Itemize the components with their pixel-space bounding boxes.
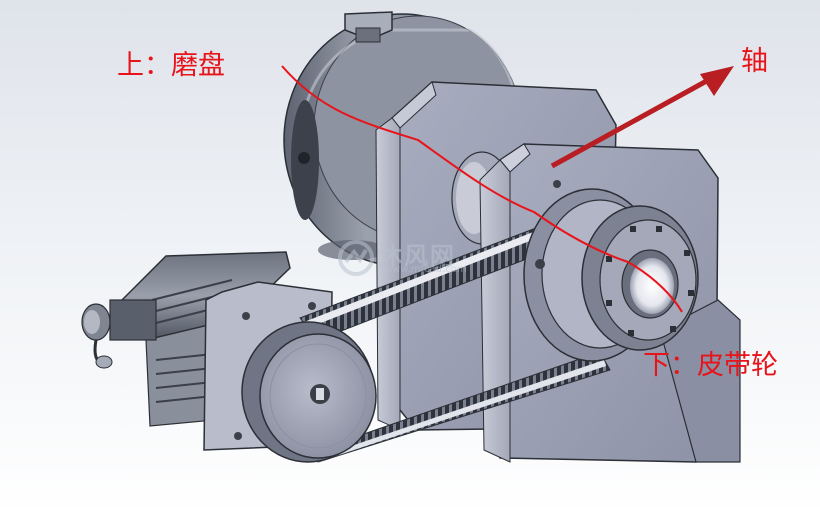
watermark: 沐风网 www.mfcad.com xyxy=(334,234,494,282)
label-grinding-disc: 上：磨盘 xyxy=(117,50,225,81)
watermark-text: 沐风网 xyxy=(378,242,456,270)
leader-line xyxy=(281,65,683,313)
shaft-arrow-head xyxy=(700,66,734,96)
watermark-logo-icon xyxy=(338,240,374,276)
shaft-arrow-line xyxy=(550,75,714,169)
label-pulley: 下：皮带轮 xyxy=(643,350,778,381)
driven-pulley xyxy=(523,180,699,362)
annotation-marks xyxy=(281,65,734,313)
drive-pulley xyxy=(241,321,377,463)
watermark-url: www.mfcad.com xyxy=(384,264,467,275)
label-shaft: 轴 xyxy=(741,46,768,77)
timing-belt xyxy=(299,211,611,463)
